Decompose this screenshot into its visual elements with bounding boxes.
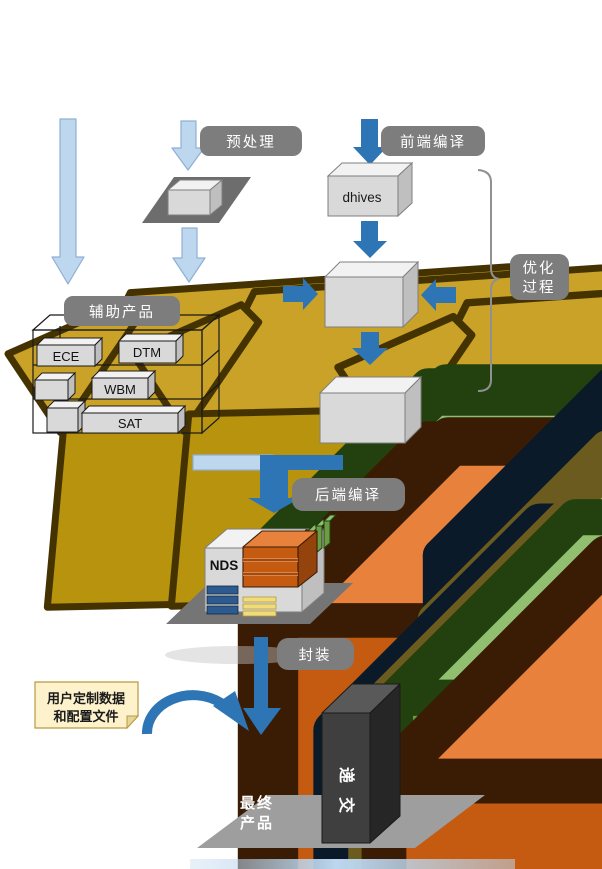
slab-ece: ECE xyxy=(35,336,104,368)
preprocess-flow: 预处理 xyxy=(51,118,302,285)
aux1-long-down-arrow xyxy=(51,118,85,285)
aux-data-box-1-label: 辅助数据 xyxy=(28,83,96,101)
platform-down-arrow xyxy=(172,227,206,283)
package-down-arrow xyxy=(243,637,281,735)
dhives-box-icon: dhives xyxy=(326,161,414,218)
slab-sat: SAT xyxy=(80,404,187,435)
package-flow: 封装 用户定制数据 和配置文件 xyxy=(34,637,354,735)
svg-text:用户定制数据: 用户定制数据 xyxy=(46,691,125,706)
slab-small-2 xyxy=(33,371,77,402)
label-preprocess: 预处理 xyxy=(200,126,302,156)
deliver-front-face xyxy=(321,712,371,844)
label-backend-compile: 后端编译 xyxy=(292,478,405,511)
yellow-bar-stack xyxy=(242,596,277,617)
core-data-box-label: 核心数据 xyxy=(362,86,430,104)
frontend-flow: 前端编译 dhives xyxy=(326,119,485,258)
svg-text:前端编译: 前端编译 xyxy=(400,134,466,151)
final-product-label-1: 最终 xyxy=(240,794,274,812)
optimization-loop: 优化 过程 xyxy=(254,169,602,869)
preprocessed-box-icon xyxy=(166,178,224,217)
svg-text:预处理: 预处理 xyxy=(226,134,276,151)
nds-assembly: NDS xyxy=(166,514,353,624)
sticky-note: 用户定制数据 和配置文件 xyxy=(34,681,140,730)
svg-text:优化: 优化 xyxy=(523,260,556,277)
curved-arrow xyxy=(141,690,249,735)
slab-wbm: WBM xyxy=(90,369,157,401)
aux-products-shelf: 辅助产品 ECE DTM WBM xyxy=(31,296,221,435)
aux-data-box-2-label: 辅助数据 xyxy=(153,82,221,100)
navy-bar-stack xyxy=(206,585,239,615)
final-product-label-2: 产品 xyxy=(240,814,274,832)
aux2-down-arrow xyxy=(171,120,205,171)
optimize-down-arrow xyxy=(352,332,388,365)
optimized-box-icon xyxy=(318,375,423,445)
nds-label: NDS xyxy=(210,558,239,573)
optimization-bracket xyxy=(477,169,500,392)
merge-elbow-arrow xyxy=(248,455,343,513)
cluster-right-arrow xyxy=(283,278,318,310)
orange-layer-stack xyxy=(242,530,318,588)
svg-text:DTM: DTM xyxy=(133,345,161,360)
svg-text:封装: 封装 xyxy=(299,647,332,664)
sticky-note-fold xyxy=(126,715,140,730)
label-frontend-compile: 前端编译 xyxy=(381,126,485,156)
dhives-down-arrow xyxy=(353,221,387,258)
deliver-label: 递交 xyxy=(337,767,356,827)
cluster-left-arrow xyxy=(421,279,456,311)
label-package: 封装 xyxy=(277,638,354,670)
label-aux-products: 辅助产品 xyxy=(64,296,180,326)
backend-flow: 后端编译 xyxy=(192,454,405,513)
input-row: 辅助数据 辅助数据 核心数据 xyxy=(7,82,602,636)
svg-text:SAT: SAT xyxy=(118,416,142,431)
dhives-label: dhives xyxy=(342,190,381,205)
svg-text:WBM: WBM xyxy=(104,382,136,397)
soft-shadow xyxy=(165,646,309,664)
slab-small-3 xyxy=(45,399,87,434)
bottom-accent-bar xyxy=(190,859,515,869)
delivery-section: 递交 最终 产品 xyxy=(190,683,515,869)
svg-text:和配置文件: 和配置文件 xyxy=(53,709,118,724)
label-optimization: 优化 过程 xyxy=(510,254,569,300)
svg-text:辅助产品: 辅助产品 xyxy=(89,304,155,321)
optimization-box-icon xyxy=(323,260,420,329)
slab-dtm: DTM xyxy=(117,332,185,365)
svg-text:ECE: ECE xyxy=(53,349,80,364)
deliver-box-icon xyxy=(321,683,401,844)
svg-text:过程: 过程 xyxy=(523,279,556,296)
svg-text:后端编译: 后端编译 xyxy=(315,487,381,504)
core-down-arrow xyxy=(353,119,387,165)
